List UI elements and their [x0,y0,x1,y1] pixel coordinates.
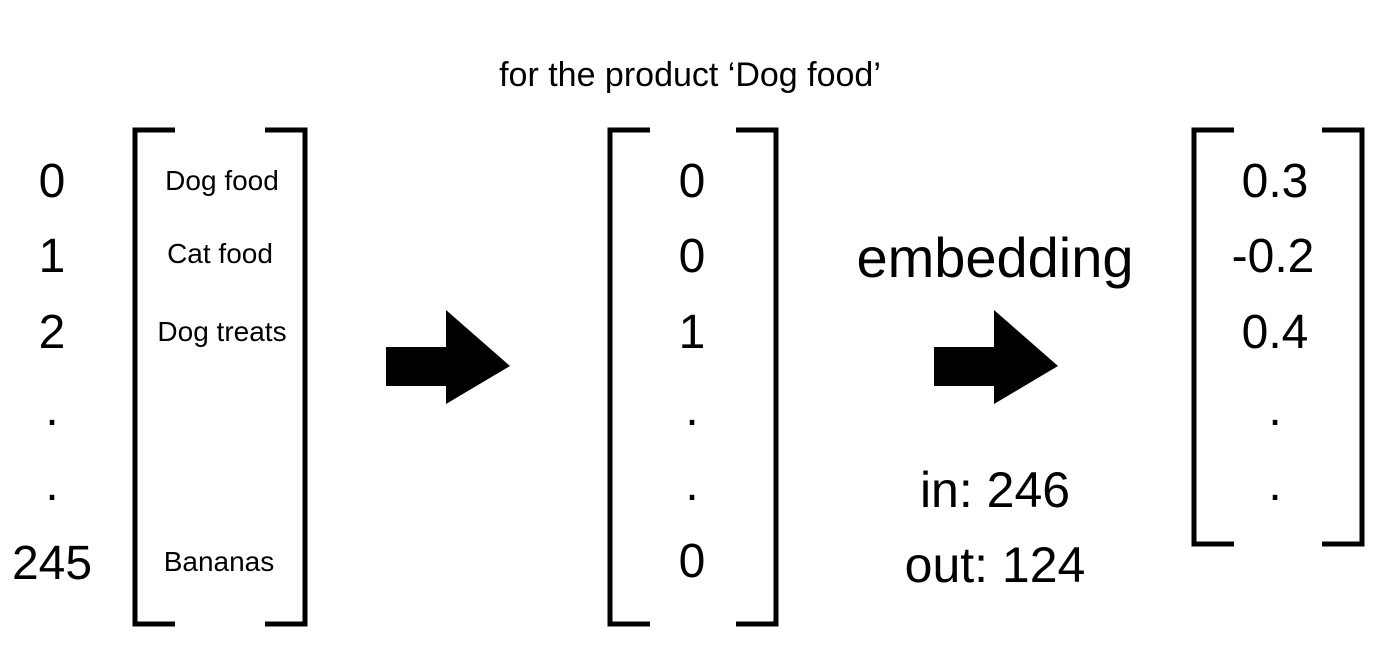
index-label: . [45,383,58,436]
one-hot-value: 1 [679,306,706,359]
one-hot-value: . [685,383,698,436]
embedding-label: embedding [856,226,1133,289]
vocabulary-matrix: Dog food Cat food Dog treats Bananas [132,127,308,627]
embedding-value: -0.2 [1232,230,1315,283]
one-hot-value: . [685,458,698,511]
left-bracket [132,127,175,627]
vocab-item: Dog treats [157,316,286,347]
left-bracket [1191,127,1234,547]
embedding-value: . [1268,383,1281,436]
one-hot-value: 0 [679,155,706,208]
diagram-title: for the product ‘Dog food’ [499,56,881,94]
index-label: 1 [39,230,66,283]
embedding-input-size: in: 246 [920,462,1070,518]
vocab-item: Bananas [164,546,275,577]
right-bracket [1322,127,1365,547]
right-arrow-icon [934,310,1058,404]
embedding-value: 0.3 [1242,155,1309,208]
index-label: 2 [39,306,66,359]
embedding-value: . [1268,458,1281,511]
right-bracket [736,127,779,627]
right-arrow-icon [386,310,510,404]
one-hot-vector: 0 0 1 . . 0 [607,127,779,627]
index-column: 0 1 2 . . 245 [12,155,92,590]
one-hot-value: 0 [679,535,706,588]
embedding-output-size: out: 124 [905,537,1086,593]
embedding-vector: 0.3 -0.2 0.4 . . [1191,127,1365,547]
vocab-item: Dog food [165,165,279,196]
index-label: . [45,458,58,511]
one-hot-value: 0 [679,230,706,283]
left-bracket [607,127,650,627]
index-label: 0 [39,155,66,208]
right-bracket [265,127,308,627]
index-label: 245 [12,537,92,590]
vocab-item: Cat food [167,238,273,269]
embedding-value: 0.4 [1242,306,1309,359]
